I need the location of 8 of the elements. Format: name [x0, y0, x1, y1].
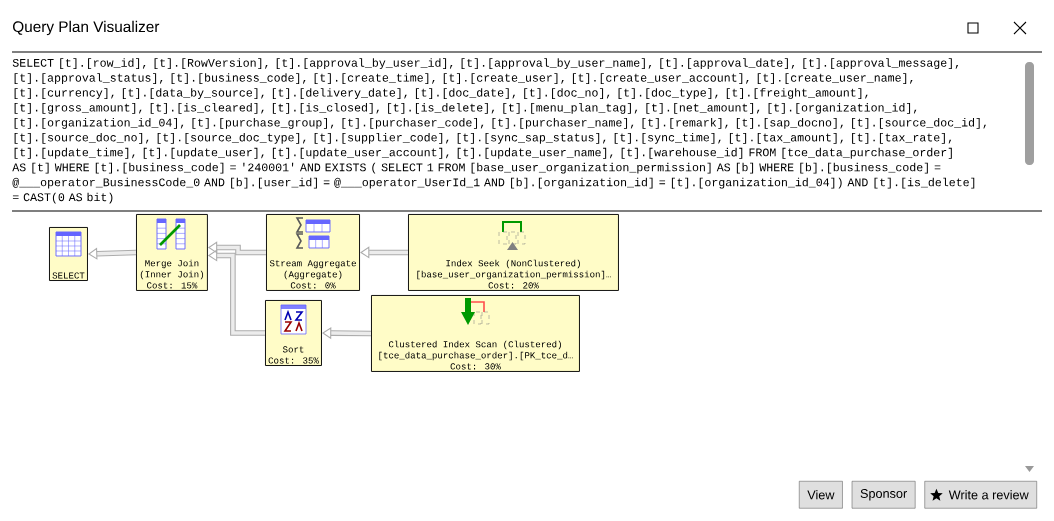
operator-box: Clustered Index Scan (Clustered) [tce_data_purchase_order].[PK_tce_d… Cost: 30% — [371, 295, 580, 372]
review-button: Write a review — [924, 481, 1037, 509]
query-text: SELECT [t].[row_id], [t].[RowVersion], [t].[approval_by_user_id], [t].[approval_by_user_name], [t].[approval_date], [t].[approval_message], [t].[approval_status], [t].[business_code], [t].[create_time], [t].[create_user], [t].[create_user_account], [t].[create_user_name], [t].[currency], [t].[data_by_source], [t].[delivery_date], [t].[doc_date], [t].[doc_no], [t].[doc_type], [t].[freight_amount], [t].[gross_amount], [t].[is_cleared], [t].[is_closed], [t].[is_delete], [t].[menu_plan_tag], [t].[net_amount], [t].[organization_id], [t].[organization_id_04], [t].[purchase_group], [t].[purchaser_code], [t].[purchaser_name], [t].[remark], [t].[sap_docno], [t].[source_doc_id], [t].[source_doc_no], [t].[source_doc_type], [t].[supplier_code], [t].[sync_sap_status], [t].[sync_time], [t].[tax_amount], [t].[tax_rate], [t].[update_time], [t].[update_user], [t].[update_user_account], [t].[update_user_name], [t].[warehouse_id] FROM [tce_data_purchase_order] AS [t] WHERE [t].[business_code] = '240001' AND EXISTS ( SELECT 1 FROM [base_user_organization_permission] AS [b] WHERE [b].[business_code] = @___operator_BusinessCode_0 AND [b].[user_id] = @___operator_UserId_1 AND [b].[organization_id] = [t].[organization_id_04]) AND [t].[is_delete] = CAST(0 AS bit) — [12, 58, 986, 204]
arrow — [360, 246, 408, 259]
link-button: View — [799, 481, 843, 509]
window-title: Query Plan Visualizer — [13, 20, 160, 36]
operator-box: Index Seek (NonClustered) [base_user_organization_permission]… Cost: 20% — [408, 214, 619, 291]
link-button: Sponsor — [851, 481, 916, 509]
